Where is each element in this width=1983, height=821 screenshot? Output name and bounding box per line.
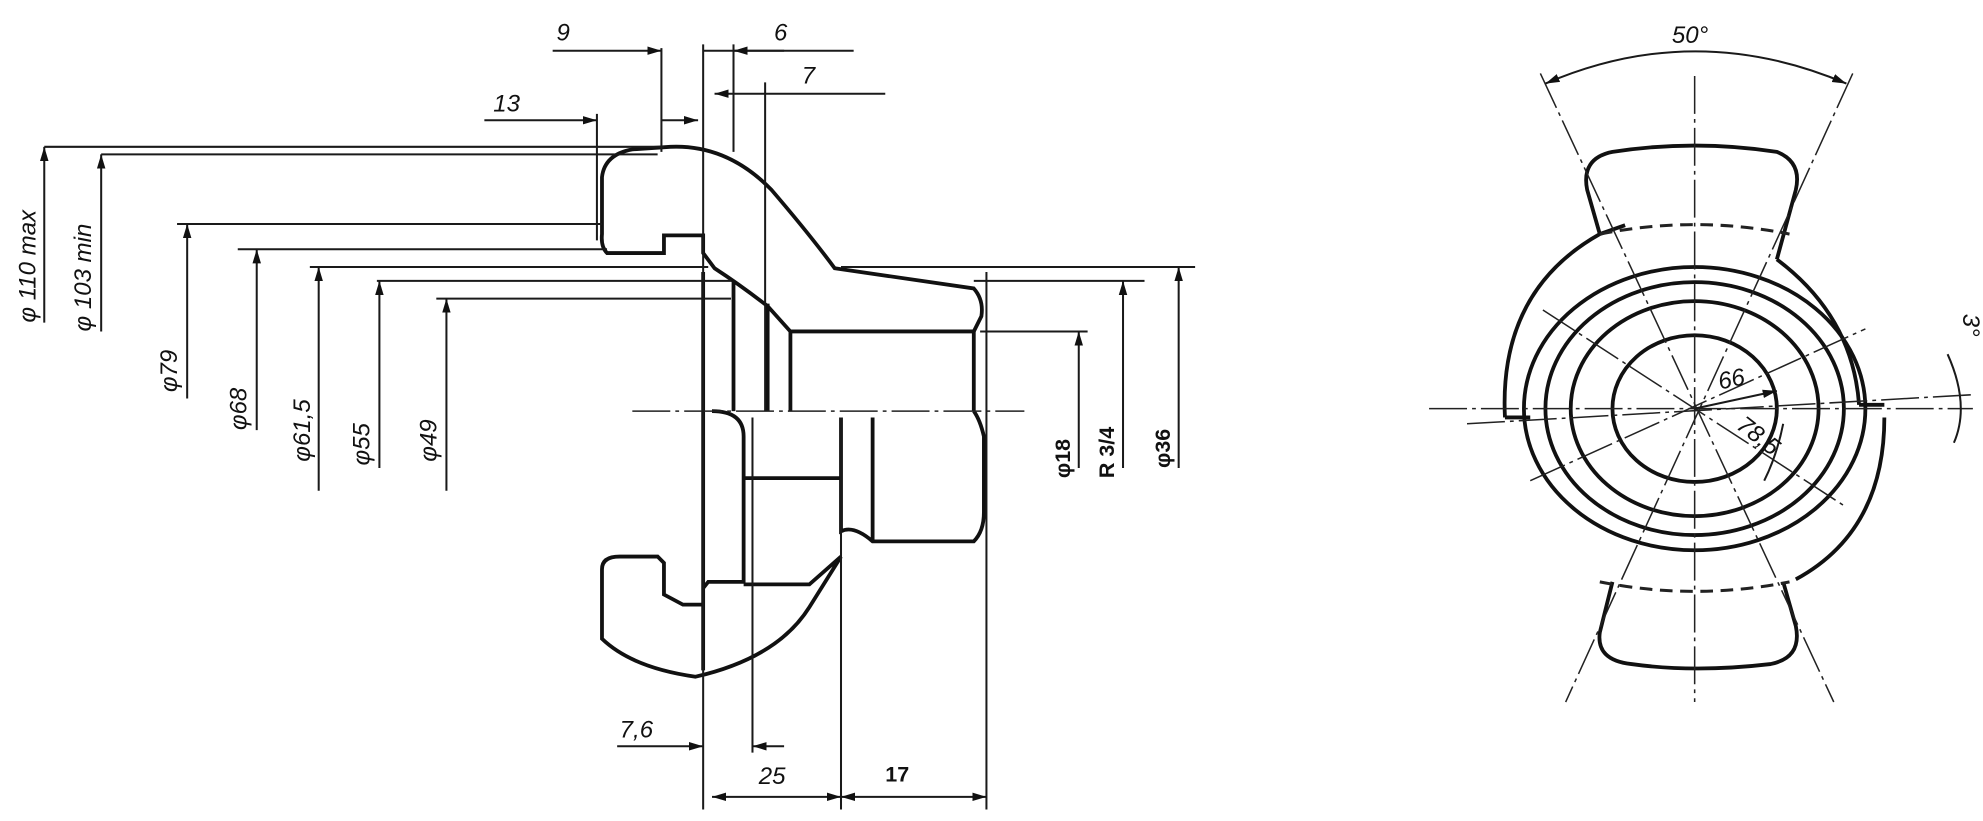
hatched-section (599, 144, 984, 334)
dim-13: 13 (493, 90, 520, 117)
angle-50-arc (1545, 50, 1847, 85)
dimension-lines (40, 46, 1183, 802)
radius-66-label: 66 (1716, 363, 1748, 395)
dia-36: φ36 (1151, 429, 1175, 468)
angle-3-arc (1946, 353, 1962, 444)
dia-61-5: φ61,5 (289, 399, 316, 462)
radius-78-5-arc (1763, 423, 1785, 482)
dim-17: 17 (885, 763, 909, 787)
dia-79: φ79 (156, 350, 183, 392)
extension-lines (44, 44, 1196, 810)
dim-7: 7 (802, 63, 817, 90)
thread-r-3-4: R 3/4 (1095, 427, 1119, 478)
bottom-lug (1597, 581, 1799, 671)
dim-25: 25 (758, 763, 786, 790)
angle-3-label: 3° (1957, 314, 1983, 337)
angle-50-label: 50° (1672, 22, 1709, 49)
dia-49: φ49 (415, 419, 442, 461)
dia-18: φ18 (1051, 439, 1075, 478)
dim-9: 9 (556, 20, 569, 47)
center-lines (1429, 73, 1973, 703)
hidden-arcs (1599, 223, 1790, 593)
dim-6: 6 (774, 20, 788, 47)
side-section-view: 9 6 7 13 7,6 25 17 φ 110 max φ 103 min φ… (14, 20, 1196, 810)
dia-110-max: φ 110 max (14, 209, 41, 323)
dim-7-6: 7,6 (620, 716, 654, 743)
dia-55: φ55 (348, 422, 375, 465)
dia-103-min: φ 103 min (70, 224, 97, 332)
dia-68: φ68 (226, 387, 253, 430)
radius-66-leader (1694, 389, 1778, 410)
front-view: 50° 3° 66 78,5 (1429, 22, 1983, 703)
